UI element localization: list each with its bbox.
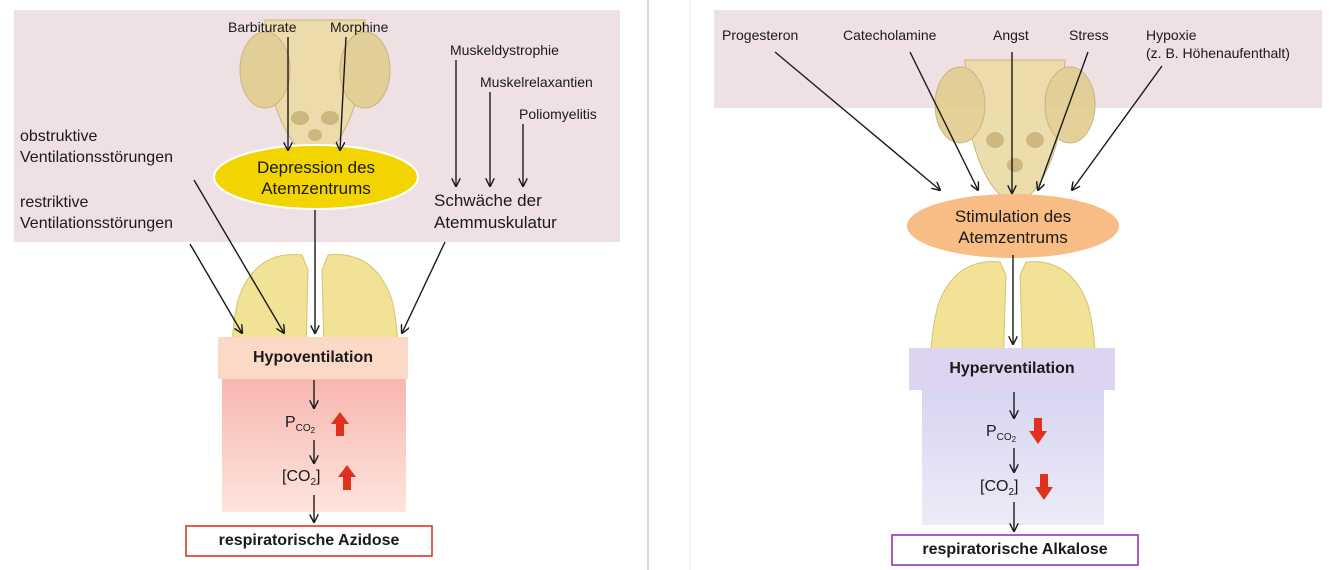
alkalose-box-shape [891, 534, 1139, 566]
left-co2-close: ] [316, 468, 321, 485]
stimulation-oval-line2: Atemzentrums [958, 228, 1068, 247]
stimulation-oval: Stimulation des Atemzentrums [910, 206, 1116, 248]
trigger-morphine: Morphine [330, 19, 389, 35]
trigger-hypoxie-line1: Hypoxie [1146, 27, 1197, 43]
left-pco2-label: PCO2 [285, 414, 315, 435]
arrow-obstructive [193, 179, 284, 333]
hyperventilation-box: Hyperventilation [949, 360, 1075, 377]
arrow-stress [1038, 51, 1089, 190]
weakness-label-line2: Atemmuskulatur [434, 213, 557, 232]
left-pco2-p: P [285, 414, 296, 431]
hypoventilation-box: Hypoventilation [252, 349, 373, 366]
trigger-muskeldystrophie: Muskeldystrophie [450, 42, 559, 58]
restrictive-label-line1: restriktive [20, 194, 89, 211]
arrow-morphine [340, 36, 347, 150]
arrow-weakness [402, 241, 446, 333]
pco2-up-arrow [331, 412, 349, 436]
right-pco2-sub: CO [996, 432, 1012, 444]
stimulation-oval-line1: Stimulation des [954, 207, 1072, 226]
depression-oval-shape [213, 144, 419, 210]
trigger-angst: Angst [993, 27, 1029, 43]
trigger-poliomyelitis: Poliomyelitis [519, 106, 597, 122]
left-pco2-sub: CO [295, 423, 311, 435]
stimulation-oval-shape [907, 194, 1119, 258]
right-co2-close: ] [1014, 478, 1019, 495]
right-co2-sub: 2 [1008, 487, 1015, 499]
right-pco2-label: PCO2 [986, 423, 1016, 444]
arrow-progesteron [774, 51, 940, 190]
arrow-restrictive [189, 243, 242, 333]
left-co2-open: [CO [282, 468, 311, 485]
right-pco2-p: P [986, 423, 997, 440]
trigger-progesteron: Progesteron [722, 27, 799, 43]
arrow-hypoxie [1072, 65, 1163, 190]
trigger-barbiturate: Barbiturate [228, 19, 297, 35]
result-azidose: respiratorische Azidose [218, 532, 400, 549]
trigger-hypoxie-line2: (z. B. Höhenaufenthalt) [1146, 45, 1290, 61]
trigger-catecholamine: Catecholamine [843, 27, 937, 43]
arrow-catecholamine [909, 51, 978, 190]
weakness-label-line1: Schwäche der [434, 191, 542, 210]
hyperventilation-box-shape [909, 348, 1115, 390]
right-brainstem-illustration [934, 59, 1096, 196]
co2-up-arrow [338, 465, 356, 490]
hypoventilation-box-shape [218, 337, 408, 379]
left-pco2-subsub: 2 [310, 426, 316, 436]
right-co2-open: [CO [980, 478, 1009, 495]
pco2-down-arrow [1029, 418, 1047, 444]
result-alkalose: respiratorische Alkalose [922, 541, 1108, 558]
right-pco2-subsub: 2 [1011, 435, 1017, 445]
trigger-stress: Stress [1069, 27, 1109, 43]
azidose-box-shape [185, 525, 433, 557]
restrictive-label-line2: Ventilationsstörungen [20, 215, 173, 232]
obstructive-label-line2: Ventilationsstörungen [20, 149, 173, 166]
depression-oval-line1: Depression des [256, 158, 376, 177]
left-co2-label: [CO2] [282, 468, 320, 488]
right-co2-label: [CO2] [980, 478, 1018, 498]
depression-oval: Depression des Atemzentrums [216, 157, 416, 199]
co2-down-arrow [1035, 474, 1053, 500]
obstructive-label-line1: obstruktive [20, 128, 98, 145]
depression-oval-line2: Atemzentrums [261, 179, 371, 198]
right-pco2-column [922, 390, 1104, 525]
left-co2-sub: 2 [310, 477, 317, 489]
trigger-muskelrelaxantien: Muskelrelaxantien [480, 74, 593, 90]
